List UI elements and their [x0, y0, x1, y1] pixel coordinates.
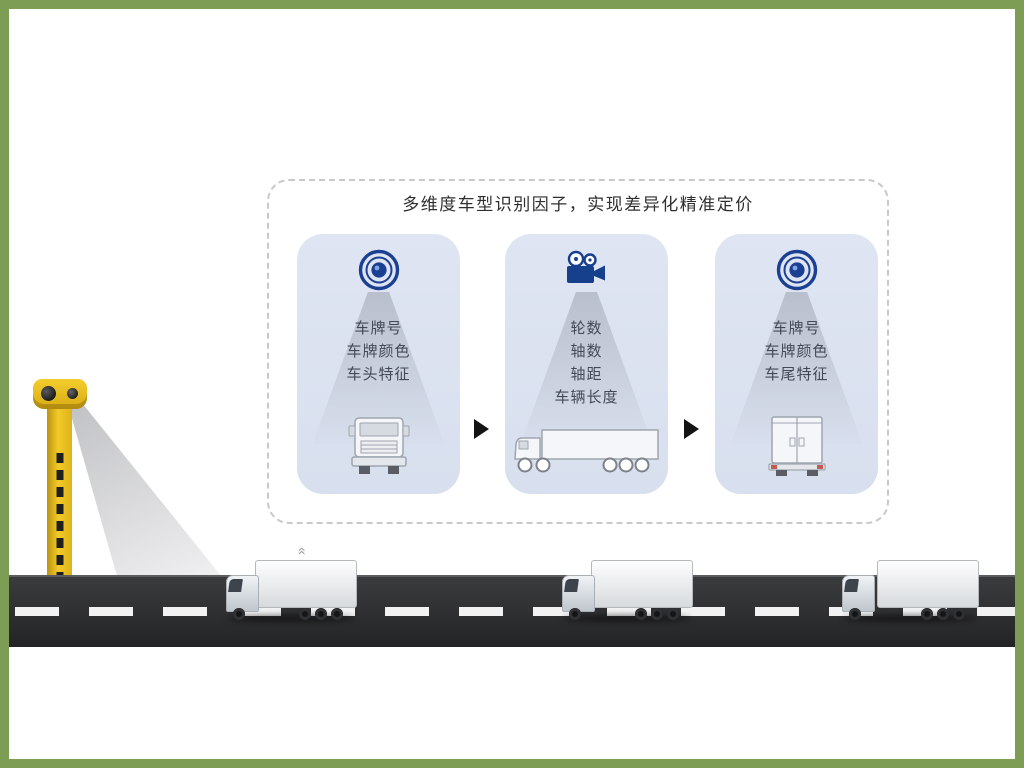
camera-head — [33, 379, 87, 409]
truck-wheel — [921, 608, 933, 620]
truck-shadow — [843, 615, 977, 622]
camera-lens-icon — [41, 386, 56, 401]
truck-windshield — [564, 579, 579, 592]
video-camera-icon — [563, 247, 611, 293]
arrow-right-icon — [474, 419, 489, 439]
arrow-right-icon — [684, 419, 699, 439]
truck-wheel — [569, 608, 581, 620]
truck-wheel — [331, 608, 343, 620]
chevron-up-icon: « — [294, 547, 311, 555]
truck — [221, 560, 357, 622]
truck-wheel — [953, 608, 965, 620]
truck-side-illustration — [512, 426, 662, 481]
pole-vent-slits — [56, 453, 63, 605]
recognition-panel: 多维度车型识别因子，实现差异化精准定价 车牌号 车牌颜色 车头特征 — [267, 179, 889, 524]
truck-wheel — [651, 608, 663, 620]
card-text-line: 车牌号 — [354, 320, 403, 337]
truck-trailer — [255, 560, 357, 608]
camera-lens-icon — [67, 388, 78, 399]
lens-icon — [357, 247, 401, 293]
truck-front-illustration — [340, 414, 418, 481]
card-text-line: 车辆长度 — [554, 389, 619, 406]
card-text-line: 车牌号 — [772, 320, 821, 337]
truck-wheel — [635, 608, 647, 620]
truck-cab — [842, 575, 875, 612]
card-text-line: 车牌颜色 — [346, 343, 411, 360]
truck-windshield — [228, 579, 243, 592]
panel-title: 多维度车型识别因子，实现差异化精准定价 — [402, 195, 754, 214]
lens-icon — [775, 247, 819, 293]
lane-markings — [15, 607, 1015, 616]
card-text-line: 车牌颜色 — [764, 343, 829, 360]
card-text-line: 轴距 — [570, 366, 603, 383]
truck-wheel — [849, 608, 861, 620]
card-text: 车牌号 车牌颜色 车尾特征 — [764, 317, 828, 386]
truck-windshield — [844, 579, 859, 592]
truck-cab — [226, 575, 259, 612]
truck-shadow — [563, 615, 691, 622]
truck-shadow — [227, 615, 355, 622]
truck-wheel — [233, 608, 245, 620]
card-text-line: 车尾特征 — [764, 366, 829, 383]
truck-cab — [562, 575, 595, 612]
truck-wheel — [315, 608, 327, 620]
card-text-line: 轮数 — [570, 320, 603, 337]
card-text-line: 轴数 — [570, 343, 603, 360]
truck-rear-illustration — [762, 414, 832, 481]
truck-wheel — [667, 608, 679, 620]
card-rear-recognition: 车牌号 车牌颜色 车尾特征 — [715, 234, 878, 494]
truck-trailer — [591, 560, 693, 608]
card-axle-recognition: 轮数 轴数 轴距 车辆长度 — [505, 234, 668, 494]
truck — [557, 560, 693, 622]
truck-wheel — [937, 608, 949, 620]
card-text: 轮数 轴数 轴距 车辆长度 — [554, 317, 618, 409]
truck-wheel — [299, 608, 311, 620]
card-text: 车牌号 车牌颜色 车头特征 — [346, 317, 410, 386]
truck-trailer — [877, 560, 979, 608]
truck — [837, 560, 979, 622]
card-front-recognition: 车牌号 车牌颜色 车头特征 — [297, 234, 460, 494]
card-text-line: 车头特征 — [346, 366, 411, 383]
